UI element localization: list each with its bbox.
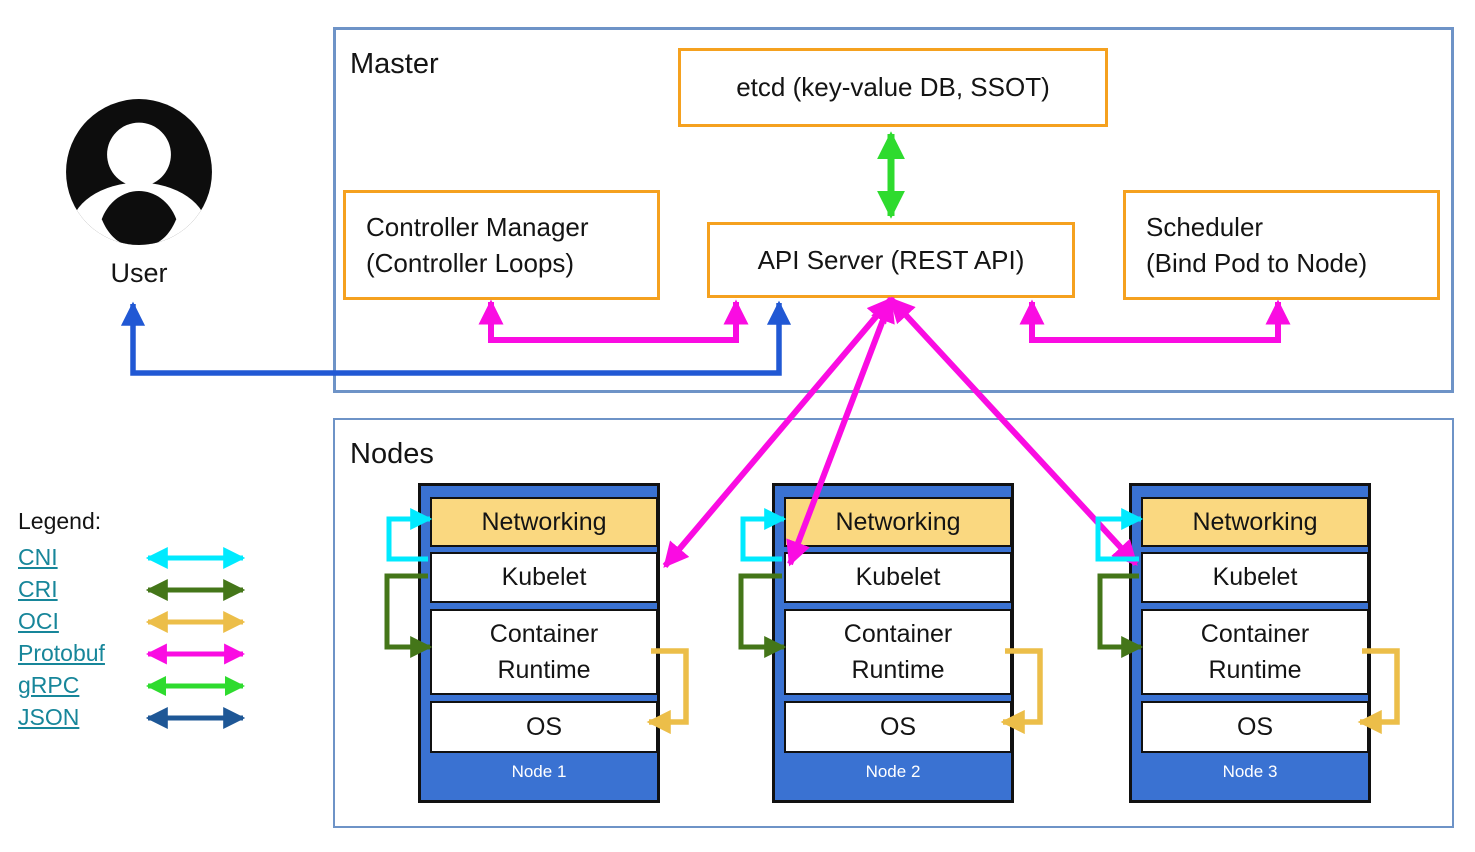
node-2-kubelet-label: Kubelet xyxy=(855,563,941,591)
node-3-kubelet-label: Kubelet xyxy=(1212,563,1298,591)
node-3-os-label: OS xyxy=(1236,712,1274,741)
node-2-networking-box: Networking xyxy=(784,497,1012,547)
etcd-label: etcd (key-value DB, SSOT) xyxy=(736,72,1050,102)
user-avatar-icon xyxy=(66,99,212,245)
legend-link-cri[interactable]: CRI xyxy=(18,576,58,602)
node-1-kubelet-box: Kubelet xyxy=(430,552,658,603)
node-3-container-runtime-label: Container Runtime xyxy=(1200,620,1310,684)
user-label: User xyxy=(110,258,168,288)
node-1-container-runtime-box: Container Runtime xyxy=(430,609,658,695)
legend-link-grpc[interactable]: gRPC xyxy=(18,672,80,698)
scheduler-box: Scheduler (Bind Pod to Node) xyxy=(1123,190,1440,300)
scheduler-label: Scheduler (Bind Pod to Node) xyxy=(1146,212,1368,278)
legend-link-cni[interactable]: CNI xyxy=(18,544,58,570)
node-1-networking-label: Networking xyxy=(481,507,607,536)
node-2-os-box: OS xyxy=(784,701,1012,753)
node-1-networking-box: Networking xyxy=(430,497,658,547)
node-3-os-box: OS xyxy=(1141,701,1369,753)
master-section-label: Master xyxy=(350,48,439,80)
legend-link-oci[interactable]: OCI xyxy=(18,608,59,634)
node-2-container-runtime-label: Container Runtime xyxy=(843,620,953,684)
node-3-container-runtime-box: Container Runtime xyxy=(1141,609,1369,695)
legend-link-json[interactable]: JSON xyxy=(18,704,80,730)
node-1-os-box: OS xyxy=(430,701,658,753)
node-2-os-label: OS xyxy=(879,712,917,741)
node-2-name: Node 2 xyxy=(865,762,921,781)
node-1-name: Node 1 xyxy=(511,762,567,781)
node-3-networking-box: Networking xyxy=(1141,497,1369,547)
node-1: Networking Kubelet Container Runtime OS … xyxy=(418,483,660,803)
node-1-os-label: OS xyxy=(525,712,563,741)
etcd-box: etcd (key-value DB, SSOT) xyxy=(678,48,1108,127)
api-server-label: API Server (REST API) xyxy=(757,244,1025,275)
node-2-container-runtime-box: Container Runtime xyxy=(784,609,1012,695)
node-3-networking-label: Networking xyxy=(1192,507,1318,536)
node-3-name: Node 3 xyxy=(1222,762,1278,781)
nodes-section-label: Nodes xyxy=(350,438,434,470)
api-server-box: API Server (REST API) xyxy=(707,222,1075,298)
node-2-networking-label: Networking xyxy=(835,507,961,536)
legend-title: Legend: xyxy=(18,508,102,534)
controller-manager-label: Controller Manager (Controller Loops) xyxy=(366,212,589,278)
controller-manager-box: Controller Manager (Controller Loops) xyxy=(343,190,660,300)
node-2-kubelet-box: Kubelet xyxy=(784,552,1012,603)
node-1-kubelet-label: Kubelet xyxy=(501,563,587,591)
node-3: Networking Kubelet Container Runtime OS … xyxy=(1129,483,1371,803)
node-3-kubelet-box: Kubelet xyxy=(1141,552,1369,603)
node-1-container-runtime-label: Container Runtime xyxy=(489,620,599,684)
node-2: Networking Kubelet Container Runtime OS … xyxy=(772,483,1014,803)
legend-link-protobuf[interactable]: Protobuf xyxy=(18,640,105,666)
